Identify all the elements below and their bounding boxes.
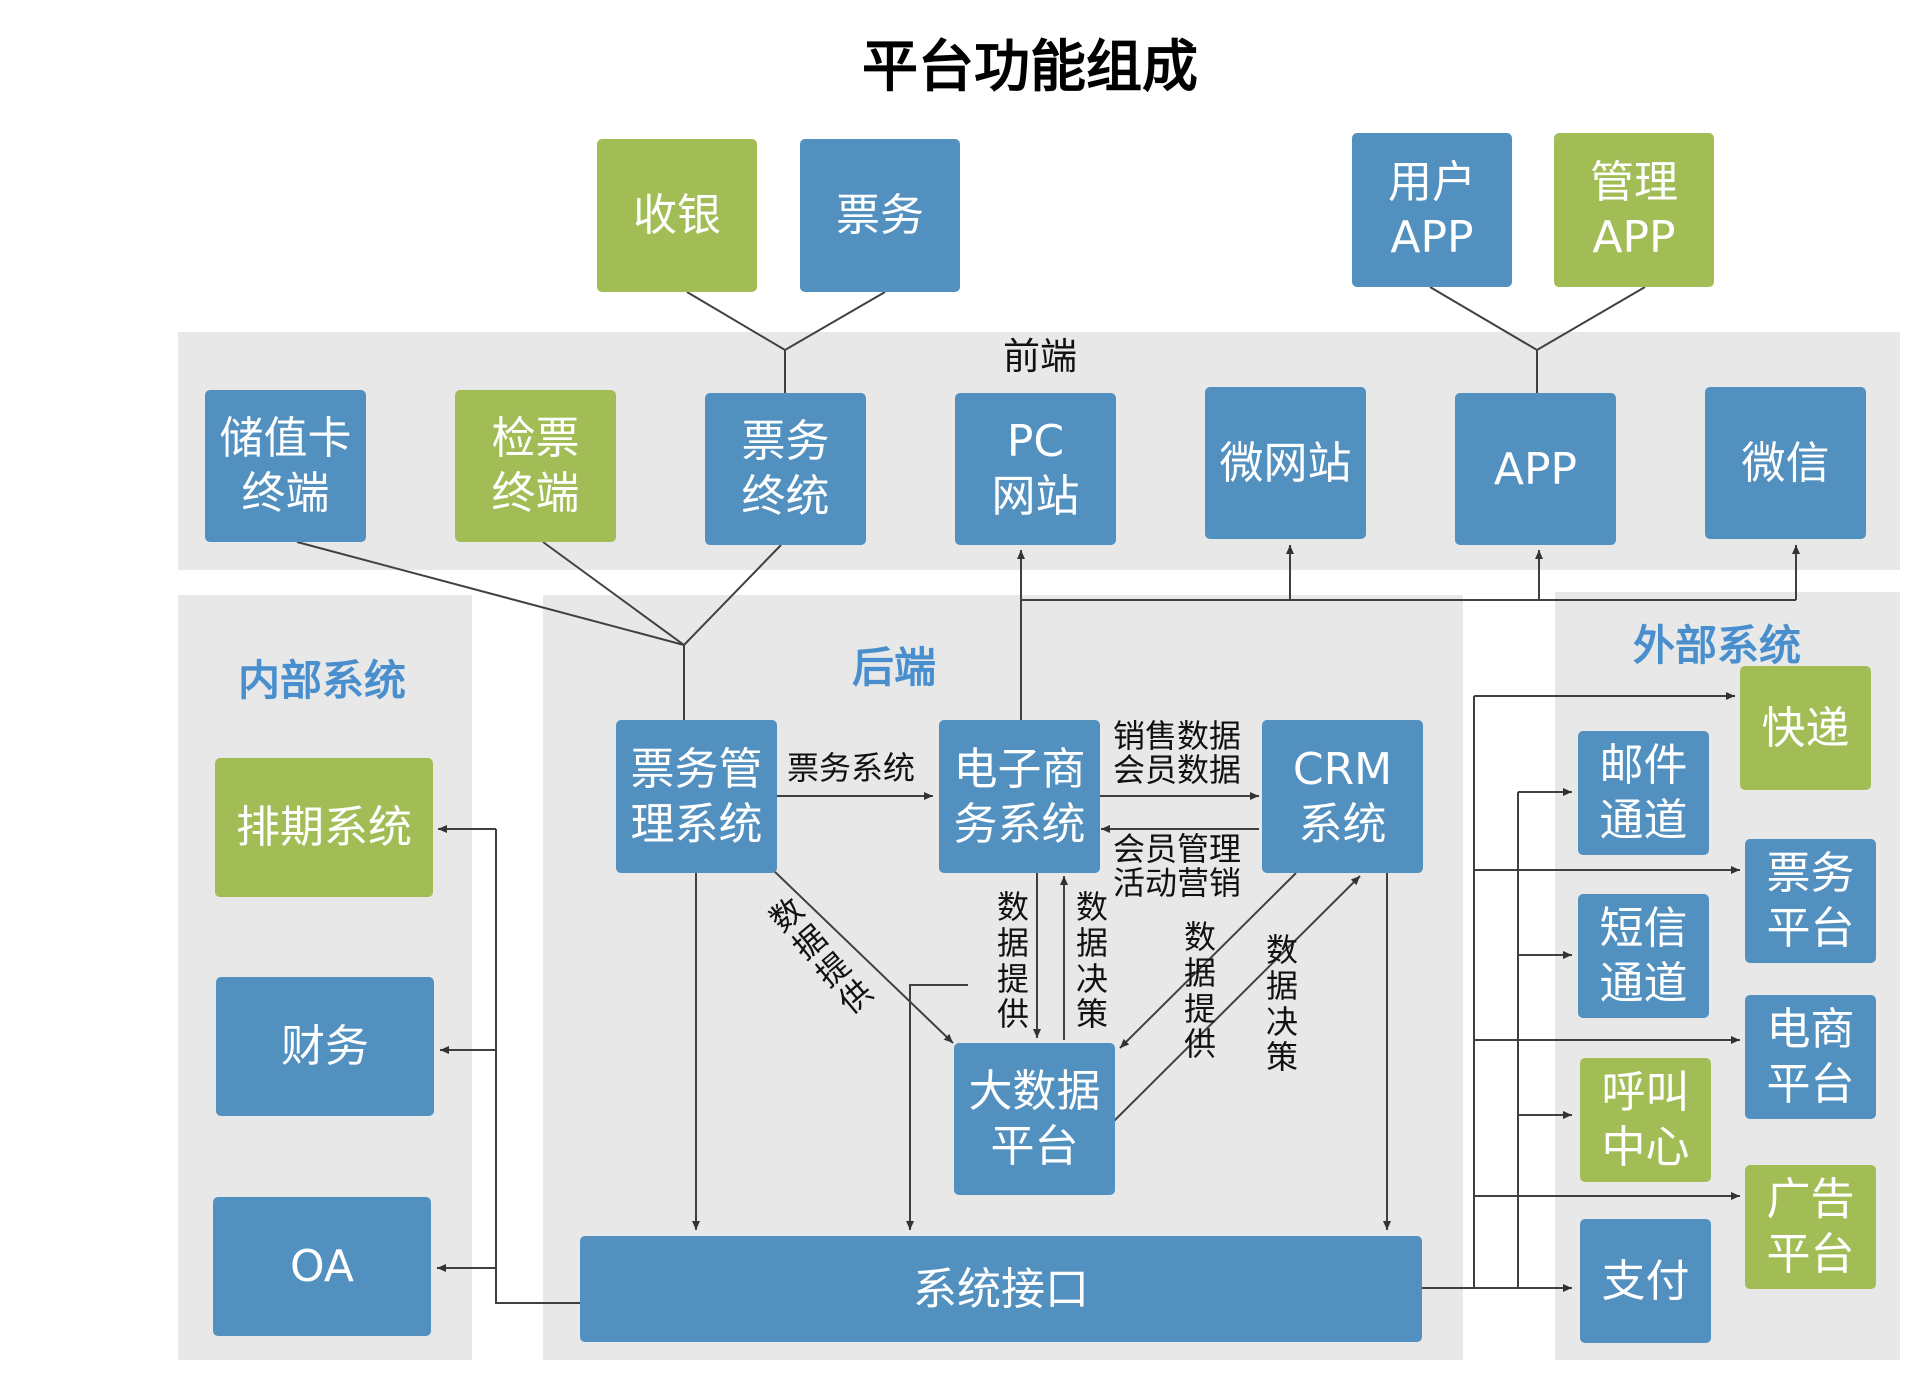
payment-node: 支付 — [1580, 1219, 1711, 1343]
ticket-platform-node: 票务 平台 — [1745, 839, 1876, 963]
ecommerce-platform-node: 电商 平台 — [1745, 995, 1876, 1119]
member-marketing-edge-label: 会员管理 活动营销 — [1113, 830, 1242, 902]
sales-member-data-edge-label: 销售数据 会员数据 — [1113, 717, 1242, 789]
sms-channel-node: 短信 通道 — [1578, 894, 1709, 1018]
ticket-terminal-node: 票务 终统 — [705, 393, 866, 545]
ecommerce-system-node: 电子商 务系统 — [939, 720, 1100, 873]
backend-label: 后端 — [852, 643, 937, 692]
express-node: 快递 — [1740, 666, 1871, 790]
internal-label: 内部系统 — [238, 656, 407, 705]
data-decision-crm-edge-label: 数 据 决 策 — [1265, 931, 1298, 1077]
call-center-node: 呼叫 中心 — [1580, 1058, 1711, 1182]
ticket-system-edge-label: 票务系统 — [787, 749, 916, 787]
oa-node: OA — [213, 1197, 431, 1336]
data-provide-crm-edge-label: 数 据 提 供 — [1183, 918, 1216, 1064]
admin-app-node: 管理 APP — [1554, 133, 1714, 287]
data-decision-ecommerce-edge-label: 数 据 决 策 — [1075, 888, 1108, 1034]
scheduling-system-node: 排期系统 — [215, 758, 433, 897]
app-node: APP — [1455, 393, 1616, 545]
data-provide-ecommerce-edge-label: 数 据 提 供 — [996, 888, 1029, 1034]
external-label: 外部系统 — [1633, 621, 1802, 670]
wechat-node: 微信 — [1705, 387, 1866, 539]
mail-channel-node: 邮件 通道 — [1578, 731, 1709, 855]
micro-site-node: 微网站 — [1205, 387, 1366, 539]
system-interface-node: 系统接口 — [580, 1236, 1422, 1342]
ticketing-node: 票务 — [800, 139, 960, 292]
ticket-management-node: 票务管 理系统 — [616, 720, 777, 873]
pc-site-node: PC 网站 — [955, 393, 1116, 545]
cashier-node: 收银 — [597, 139, 757, 292]
crm-system-node: CRM 系统 — [1262, 720, 1423, 873]
big-data-platform-node: 大数据 平台 — [954, 1043, 1115, 1195]
ad-platform-node: 广告 平台 — [1745, 1165, 1876, 1289]
diagram-title: 平台功能组成 — [862, 35, 1198, 100]
frontend-label: 前端 — [1003, 335, 1077, 378]
finance-node: 财务 — [216, 977, 434, 1116]
user-app-node: 用户 APP — [1352, 133, 1512, 287]
stored-value-terminal-node: 储值卡 终端 — [205, 390, 366, 542]
ticket-check-terminal-node: 检票 终端 — [455, 390, 616, 542]
